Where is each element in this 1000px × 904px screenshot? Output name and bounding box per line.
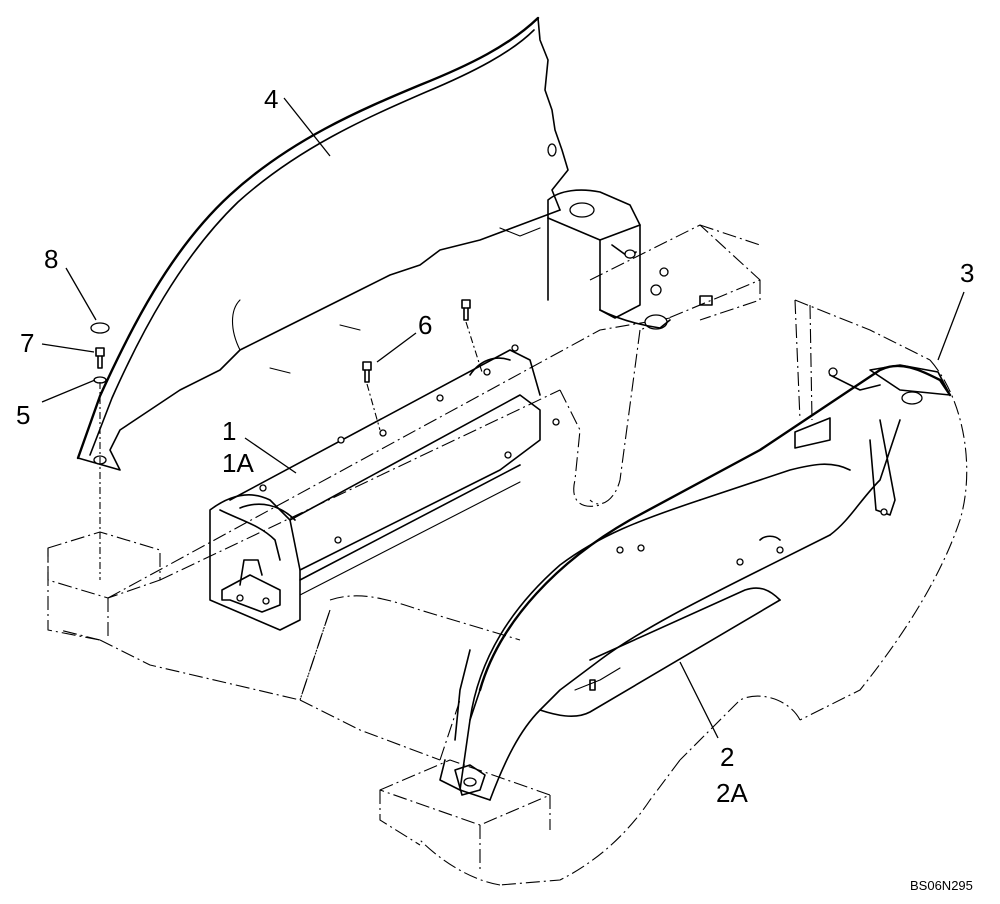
- callout-7: 7: [20, 328, 34, 358]
- leader-6: [376, 332, 417, 363]
- part-6-bolt-left: [362, 361, 372, 371]
- leader-5: [41, 379, 96, 403]
- rear-pillar-bracket: [547, 189, 713, 330]
- part-2-right-side-frame: [439, 364, 952, 801]
- callout-labels: 4 8 7 5 6 1 1A 3 2 2A BS06N295: [16, 84, 974, 893]
- figure-reference-code: BS06N295: [910, 878, 973, 893]
- leader-4: [283, 97, 331, 157]
- part-8-plug: [90, 322, 110, 334]
- callout-leaders: [41, 97, 965, 739]
- callout-4: 4: [264, 84, 278, 114]
- callout-2: 2: [720, 742, 734, 772]
- leader-8: [65, 267, 97, 321]
- part-6-bolt-right: [461, 299, 471, 309]
- callout-1: 1: [222, 416, 236, 446]
- hardware-bolts-washers: [90, 299, 483, 580]
- callout-2a: 2A: [716, 778, 748, 808]
- leader-7: [41, 343, 95, 353]
- callout-8: 8: [44, 244, 58, 274]
- callout-5: 5: [16, 400, 30, 430]
- chassis-phantom-outline: [47, 224, 968, 886]
- part-1-left-side-rail: [209, 344, 560, 631]
- leader-2: [679, 661, 719, 739]
- callout-6: 6: [418, 310, 432, 340]
- part-7-bolt: [95, 347, 105, 357]
- part-4-fender-panel: [76, 16, 569, 471]
- leader-1: [244, 437, 297, 474]
- leader-3: [937, 291, 965, 361]
- callout-3: 3: [960, 258, 974, 288]
- callout-1a: 1A: [222, 448, 254, 478]
